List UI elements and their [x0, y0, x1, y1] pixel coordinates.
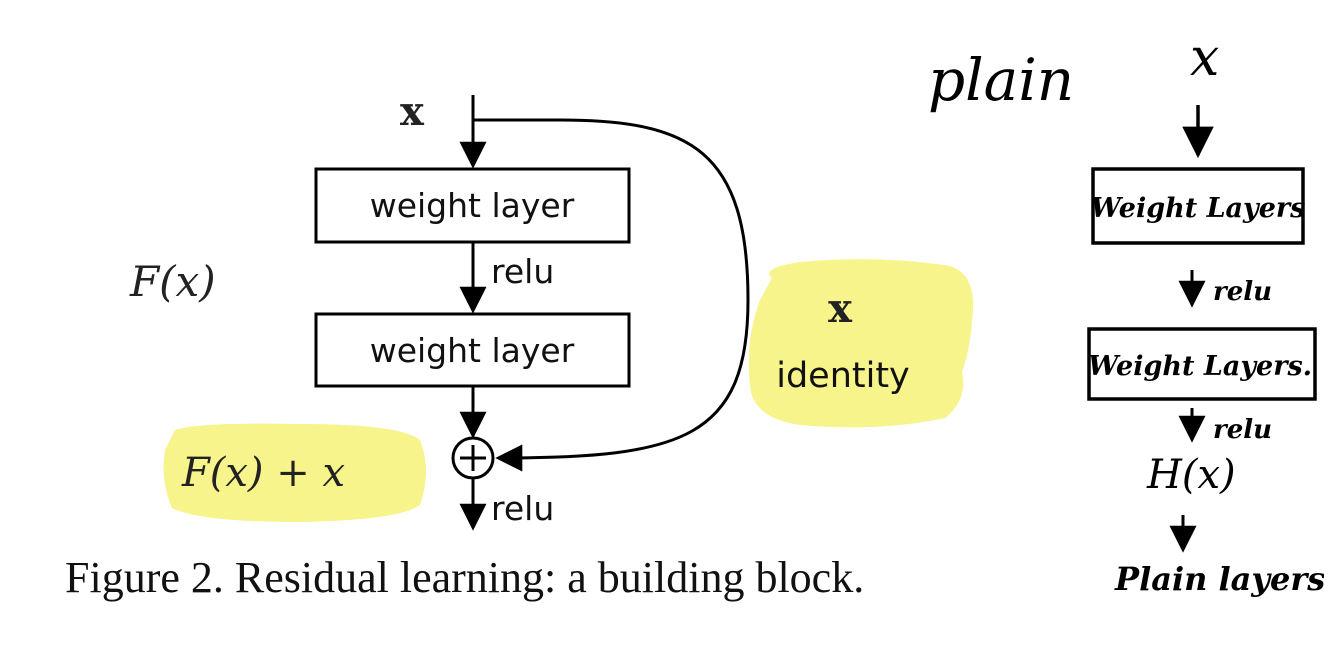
weight-layer-1-label: weight layer — [370, 186, 575, 225]
shortcut-symbol: x — [828, 285, 853, 332]
annotation-layer-1 — [1091, 167, 1305, 245]
identity-highlight — [748, 259, 974, 428]
annotation-layer-2 — [1087, 327, 1317, 401]
addition-node — [451, 436, 495, 480]
annotation-relu-1: relu — [1213, 277, 1272, 307]
annotation-layer-2-label: Weight Layers. — [1088, 351, 1312, 382]
relu-out-label: relu — [491, 489, 554, 528]
annotation-relu-2: relu — [1213, 415, 1272, 445]
annotation-input: x — [1190, 28, 1219, 88]
weight-layer-2 — [314, 312, 631, 388]
sum-highlight — [163, 423, 426, 522]
weight-layer-1 — [314, 167, 631, 244]
figure-caption: Figure 2. Residual learning: a building … — [65, 553, 864, 602]
annotation-title: plain — [928, 46, 1074, 114]
identity-shortcut — [473, 118, 750, 472]
sum-label: F(x) + x — [181, 450, 345, 496]
annotation-layer-1-label: Weight Layers — [1091, 193, 1306, 224]
shortcut-label: identity — [776, 356, 910, 396]
residual-function-label: F(x) — [129, 257, 216, 306]
annotation-footer: Plain layers — [1114, 560, 1324, 598]
relu-mid-label: relu — [491, 252, 554, 291]
input-label: x — [400, 88, 425, 135]
weight-layer-2-label: weight layer — [370, 331, 575, 370]
annotation-output: H(x) — [1146, 452, 1236, 498]
